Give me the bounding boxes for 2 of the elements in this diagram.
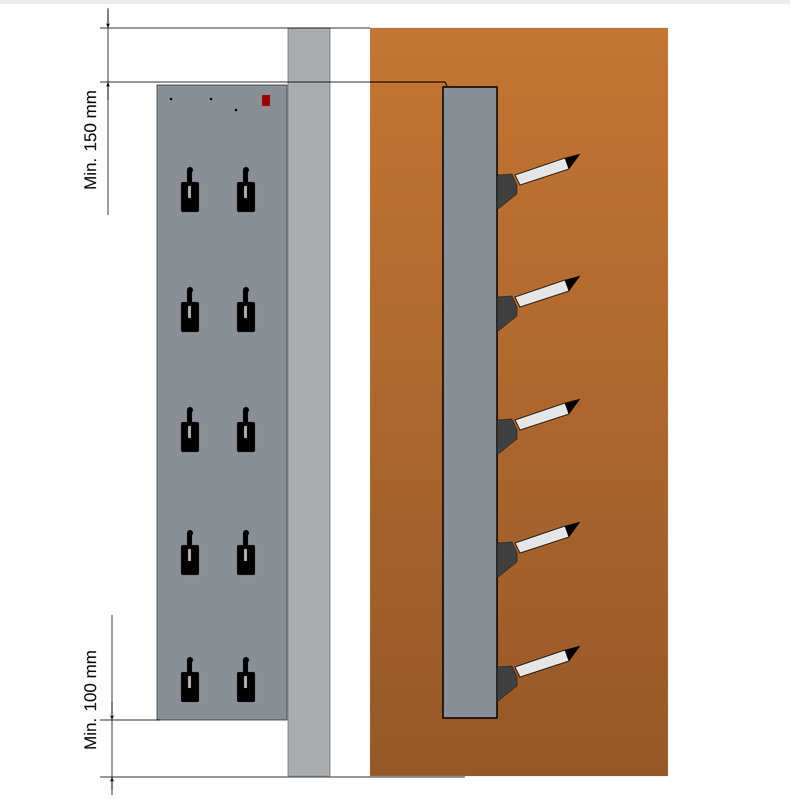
dimension-label: Min. 150 mm — [84, 91, 96, 189]
dimension-label: Min. 100 mm — [84, 651, 96, 749]
